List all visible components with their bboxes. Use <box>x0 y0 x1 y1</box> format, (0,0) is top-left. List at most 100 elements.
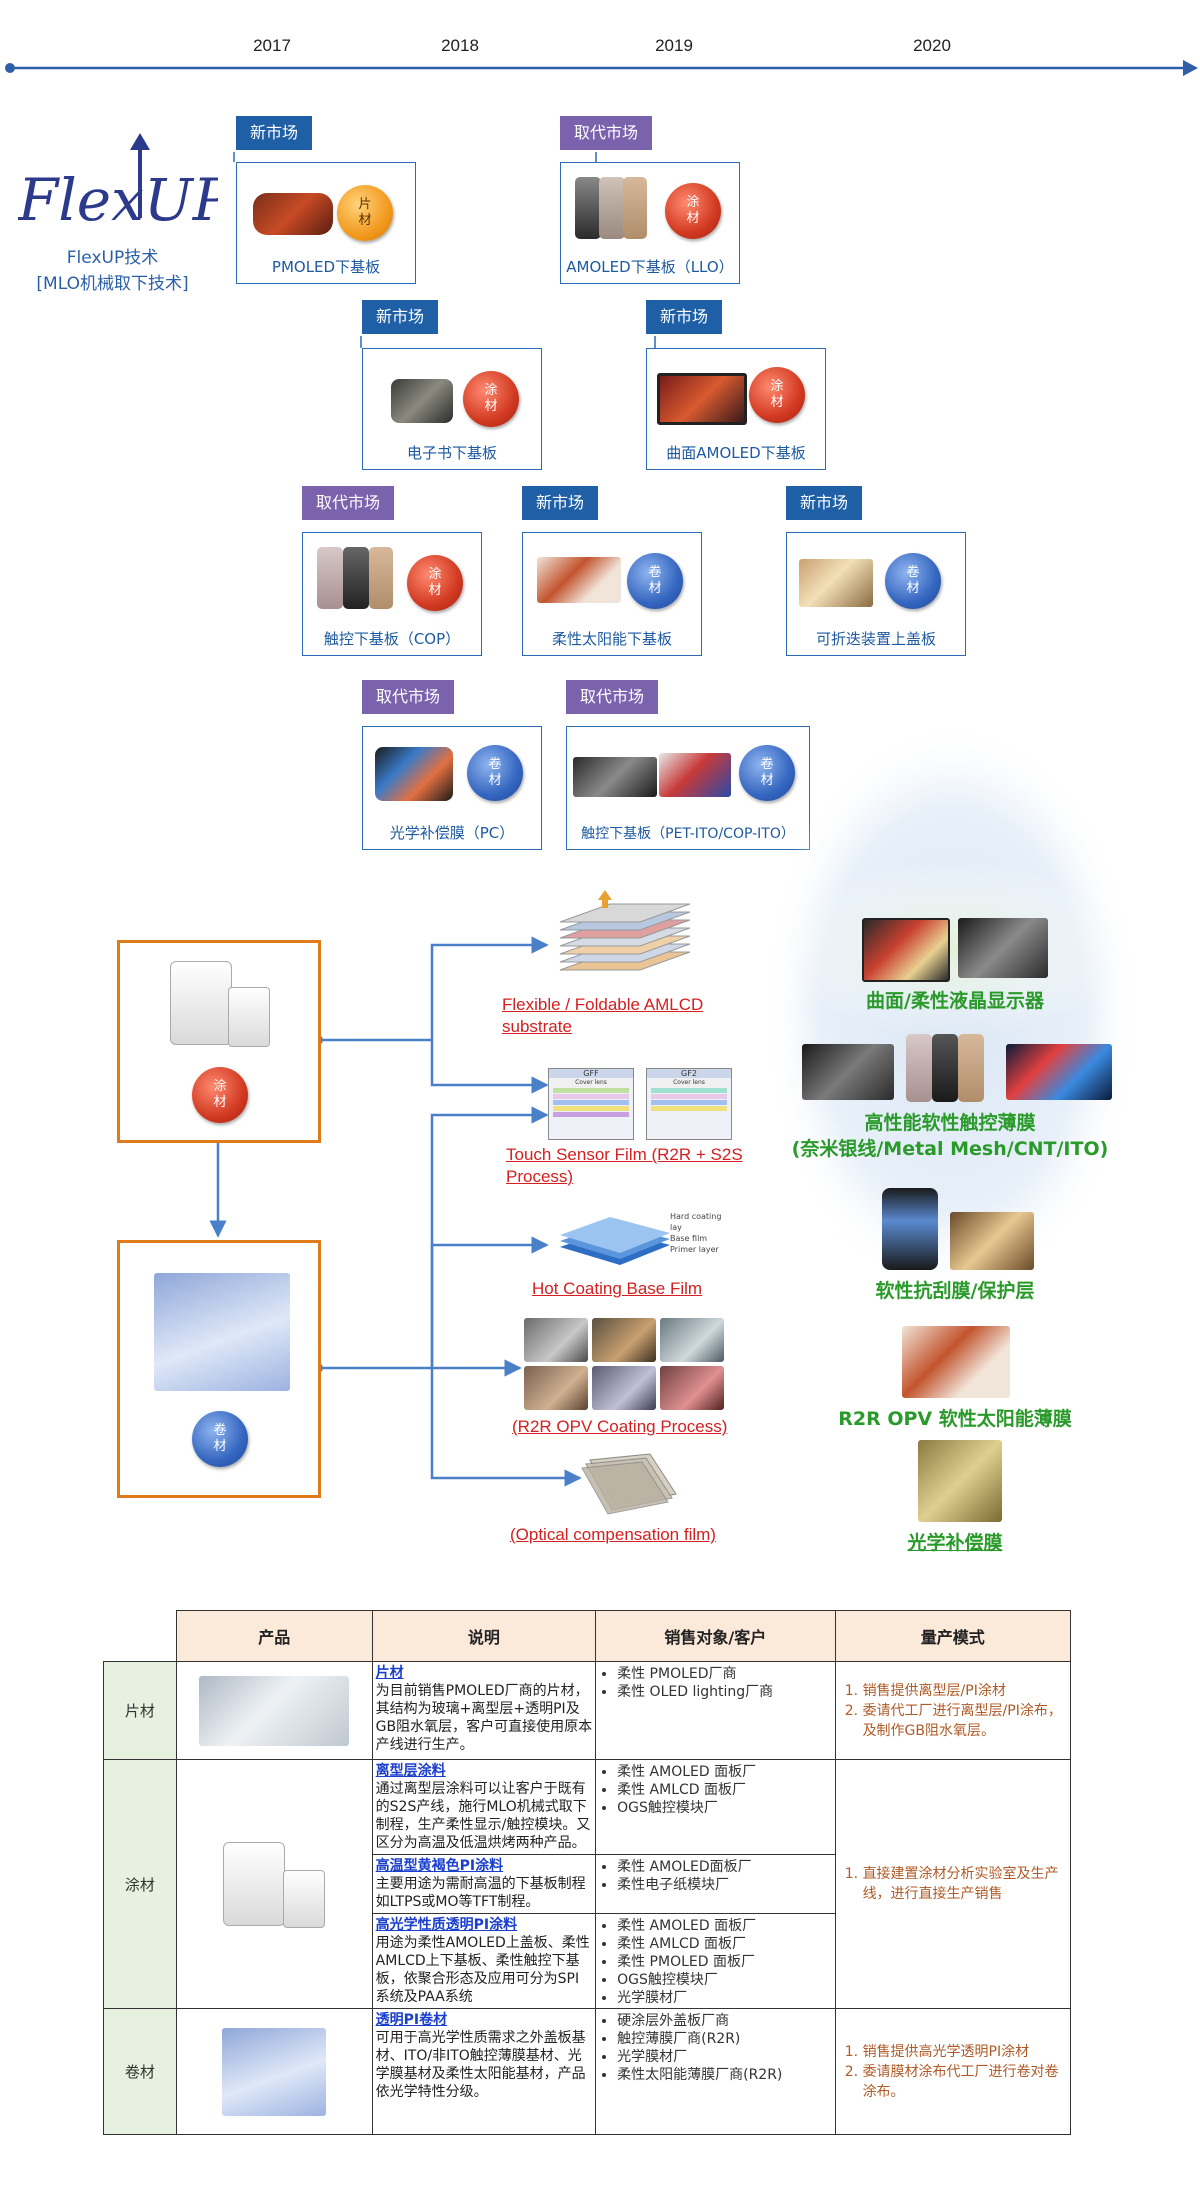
flexup-logo-text: FlexUP <box>18 166 218 228</box>
card-caption: 触控下基板（COP） <box>323 630 461 648</box>
tag-replace-market: 取代市场 <box>302 486 395 520</box>
application-label: 高性能软性触控薄膜(奈米银线/Metal Mesh/CNT/ITO) <box>791 1112 1109 1160</box>
material-badge-coating: 涂材 <box>665 183 721 239</box>
product-name-link[interactable]: 片材 <box>375 1665 404 1681</box>
customer-item: 柔性电子纸模块厂 <box>617 1876 833 1894</box>
film-roll-image <box>154 1273 290 1391</box>
application-label: 软性抗刮膜/保护层 <box>875 1280 1035 1302</box>
coating-bottle-image <box>228 987 270 1047</box>
car-interior-image <box>958 918 1048 978</box>
year-label: 2019 <box>655 36 693 55</box>
customer-item: 柔性 AMLCD 面板厂 <box>617 1935 833 1953</box>
ebook-image <box>391 379 453 423</box>
tag-new-market: 新市场 <box>236 116 313 150</box>
card-foldable-cover[interactable]: 卷材 可折迭装置上盖板 <box>786 532 966 656</box>
card-amoled-llo[interactable]: 涂材 AMOLED下基板（LLO） <box>560 162 740 284</box>
phone-image <box>343 547 369 609</box>
card-caption: 柔性太阳能下基板 <box>551 630 672 648</box>
smartphone-image <box>882 1188 938 1270</box>
flow-connectors <box>209 720 1142 1487</box>
application-label: R2R OPV 软性太阳能薄膜 <box>838 1408 1072 1430</box>
table-row: 高光学性质透明PI涂料用途为柔性AMOLED上盖板、柔性AMLCD上下基板、柔性… <box>104 1913 1071 2009</box>
product-description: 通过离型层涂料可以让客户于既有的S2S产线，施行MLO机械式取下制程，生产柔性显… <box>375 1781 591 1851</box>
card-caption: PMOLED下基板 <box>271 258 381 276</box>
product-description: 主要用途为需耐高温的下基板制程如LTPS或MO等TFT制程。 <box>375 1876 586 1910</box>
foldable-device-image <box>799 559 873 607</box>
card-flexible-solar[interactable]: 卷材 柔性太阳能下基板 <box>522 532 702 656</box>
product-name-link[interactable]: 离型层涂料 <box>375 1763 446 1779</box>
coating-product-image <box>199 1836 349 1932</box>
customer-item: 柔性 AMOLED 面板厂 <box>617 1917 833 1935</box>
flow-target-optical-compensation[interactable]: (Optical compensation film) <box>510 1525 716 1544</box>
customer-item: OGS触控模块厂 <box>617 1799 833 1817</box>
phone-image <box>369 547 393 609</box>
coating-jug-image <box>170 961 232 1045</box>
customer-item: 硬涂层外盖板厂商 <box>617 2012 833 2030</box>
flow-target-r2r-opv[interactable]: (R2R OPV Coating Process) <box>512 1417 728 1436</box>
customer-item: 柔性 AMOLED 面板厂 <box>617 1763 833 1781</box>
table-row: 卷材 透明PI卷材可用于高光学性质需求之外盖板基材、ITO/非ITO触控薄膜基材… <box>103 2008 1072 2135</box>
material-badge-roll: 卷材 <box>467 745 523 801</box>
product-description: 为目前销售PMOLED厂商的片材，其结构为玻璃+离型层+透明PI及GB阻水氧层，… <box>375 1683 593 1753</box>
solar-film-image <box>537 557 621 603</box>
product-table: 产品 说明 销售对象/客户 量产模式 片材 片材为目前销售PMOLED厂商的片材… <box>103 1610 1072 2135</box>
card-caption: 曲面AMOLED下基板 <box>666 444 806 462</box>
card-cop[interactable]: 涂材 触控下基板（COP） <box>302 532 482 656</box>
phone-image <box>317 547 343 609</box>
card-pet-ito[interactable]: 卷材 触控下基板（PET-ITO/COP-ITO） <box>566 726 810 850</box>
film-roll-image <box>918 1440 1002 1522</box>
table-header: 产品 <box>175 1610 373 1662</box>
table-row: 涂材 离型层涂料通过离型层涂料可以让客户于既有的S2S产线，施行MLO机械式取下… <box>103 1759 1072 2009</box>
customer-item: 柔性 OLED lighting厂商 <box>617 1683 833 1701</box>
card-optical-compensation[interactable]: 卷材 光学补偿膜（PC） <box>362 726 542 850</box>
table-row: 高温型黄褐色PI涂料主要用途为需耐高温的下基板制程如LTPS或MO等TFT制程。… <box>104 1854 1071 1914</box>
table-header: 量产模式 <box>834 1610 1072 1662</box>
product-description: 可用于高光学性质需求之外盖板基材、ITO/非ITO触控薄膜基材、光学膜基材及柔性… <box>375 2030 586 2100</box>
logo-caption-sub: [MLO机械取下技术] <box>36 274 189 294</box>
material-badge-roll: 卷材 <box>627 553 683 609</box>
phone-image <box>932 1034 958 1102</box>
phone-image <box>575 177 601 239</box>
row-group-label: 卷材 <box>103 2008 177 2135</box>
touch-sensor-stack-image: GFF Cover lens GF2 Cover lens <box>548 1068 732 1140</box>
year-label: 2020 <box>913 36 951 55</box>
tag-new-market: 新市场 <box>522 486 599 520</box>
material-badge-coating: 涂材 <box>749 367 805 423</box>
card-caption: 可折迭装置上盖板 <box>815 630 936 648</box>
mode-item: 直接建置涂材分析实验室及生产线，进行直接生产销售 <box>863 1864 1069 1904</box>
car-dashboard-image <box>573 757 657 797</box>
card-ebook[interactable]: 涂材 电子书下基板 <box>362 348 542 470</box>
timeline-axis <box>5 60 1198 76</box>
mode-item: 委请代工厂进行离型层/PI涂布，及制作GB阻水氧层。 <box>863 1701 1069 1741</box>
card-caption: 触控下基板（PET-ITO/COP-ITO） <box>581 826 795 842</box>
material-badge-roll: 卷材 <box>192 1411 248 1467</box>
tablet-image <box>375 747 453 801</box>
mode-item: 销售提供离型层/PI涂材 <box>863 1681 1069 1701</box>
card-curved-amoled[interactable]: 涂材 曲面AMOLED下基板 <box>646 348 826 470</box>
customer-item: 柔性 AMOLED面板厂 <box>617 1858 833 1876</box>
tag-replace-market: 取代市场 <box>362 680 455 714</box>
product-name-link[interactable]: 高光学性质透明PI涂料 <box>375 1917 518 1933</box>
card-pmoled[interactable]: 片材 PMOLED下基板 <box>236 162 416 284</box>
product-description: 用途为柔性AMOLED上盖板、柔性AMLCD上下基板、柔性触控下基板，依聚合形态… <box>375 1935 590 2005</box>
material-badge-roll: 卷材 <box>885 553 941 609</box>
tag-replace-market: 取代市场 <box>566 680 659 714</box>
customer-item: 光学膜材厂 <box>617 1989 833 2007</box>
coating-material-box[interactable]: 涂材 <box>117 940 321 1143</box>
roll-material-box[interactable]: 卷材 <box>117 1240 321 1498</box>
solar-film-image <box>902 1326 1010 1398</box>
product-name-link[interactable]: 高温型黄褐色PI涂料 <box>375 1858 504 1874</box>
product-name-link[interactable]: 透明PI卷材 <box>375 2012 448 2028</box>
flow-target-hot-coating[interactable]: Hot Coating Base Film <box>532 1279 703 1298</box>
logo-caption: FlexUP技术 <box>66 248 159 268</box>
customer-item: 触控薄膜厂商(R2R) <box>617 2030 833 2048</box>
card-caption: 电子书下基板 <box>406 444 497 462</box>
year-label: 2017 <box>253 36 291 55</box>
application-label: 曲面/柔性液晶显示器 <box>866 990 1044 1012</box>
mode-item: 销售提供高光学透明PI涂材 <box>863 2042 1069 2062</box>
customer-item: OGS触控模块厂 <box>617 1971 833 1989</box>
customer-item: 光学膜材厂 <box>617 2048 833 2066</box>
